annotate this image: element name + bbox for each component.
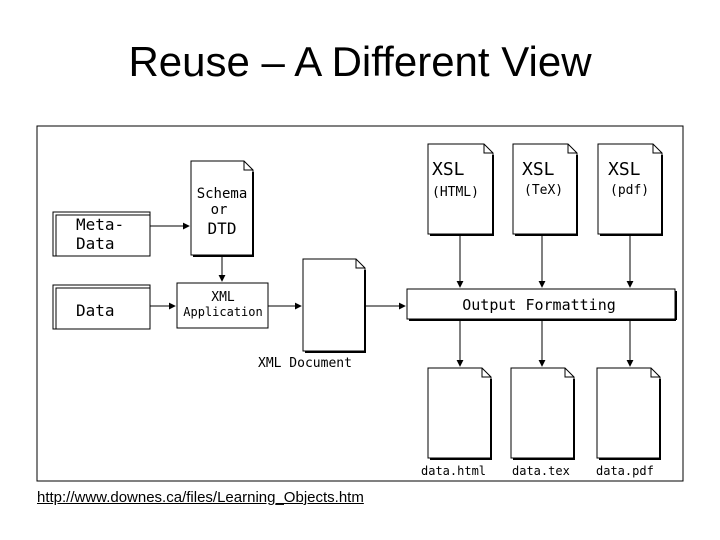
schema-label-line3: DTD bbox=[208, 219, 237, 238]
schema-dtd-document: Schema or DTD bbox=[190, 160, 254, 257]
output-formatting-label: Output Formatting bbox=[462, 296, 616, 314]
output-tex-document: data.tex bbox=[510, 367, 575, 478]
output-formatting-box: Output Formatting bbox=[406, 288, 677, 321]
output-html-label: data.html bbox=[421, 464, 486, 478]
xsl-tex-sheet: XSL (TeX) bbox=[512, 143, 578, 236]
schema-label-line2: or bbox=[211, 202, 228, 218]
diagram-arrows bbox=[150, 222, 634, 367]
output-tex-label: data.tex bbox=[512, 464, 570, 478]
xml-document-label: XML Document bbox=[258, 356, 352, 371]
schema-label-line1: Schema bbox=[197, 186, 248, 202]
xsl-tex-title: XSL bbox=[522, 159, 555, 180]
xsl-pdf-title: XSL bbox=[608, 159, 641, 180]
data-box: Data bbox=[52, 284, 151, 330]
output-html-document: data.html bbox=[421, 367, 492, 478]
xsl-pdf-sheet: XSL (pdf) bbox=[597, 143, 663, 236]
xml-application-box: XML Application bbox=[176, 282, 269, 329]
xsl-html-sheet: XSL (HTML) bbox=[427, 143, 494, 236]
slide-title: Reuse – A Different View bbox=[128, 38, 592, 85]
meta-data-box: Meta- Data bbox=[52, 211, 151, 257]
output-pdf-label: data.pdf bbox=[596, 464, 654, 478]
data-label: Data bbox=[76, 301, 115, 320]
xsl-pdf-target: (pdf) bbox=[610, 183, 649, 198]
output-pdf-document: data.pdf bbox=[596, 367, 661, 478]
xsl-html-target: (HTML) bbox=[432, 185, 479, 200]
meta-data-label-line2: Data bbox=[76, 234, 115, 253]
xml-document: XML Document bbox=[258, 258, 366, 371]
xml-app-label-line2: Application bbox=[183, 305, 262, 319]
xml-app-label-line1: XML bbox=[211, 290, 235, 305]
xsl-tex-target: (TeX) bbox=[524, 183, 563, 198]
xsl-html-title: XSL bbox=[432, 159, 465, 180]
meta-data-label-line1: Meta- bbox=[76, 215, 124, 234]
source-link[interactable]: http://www.downes.ca/files/Learning_Obje… bbox=[37, 489, 364, 506]
